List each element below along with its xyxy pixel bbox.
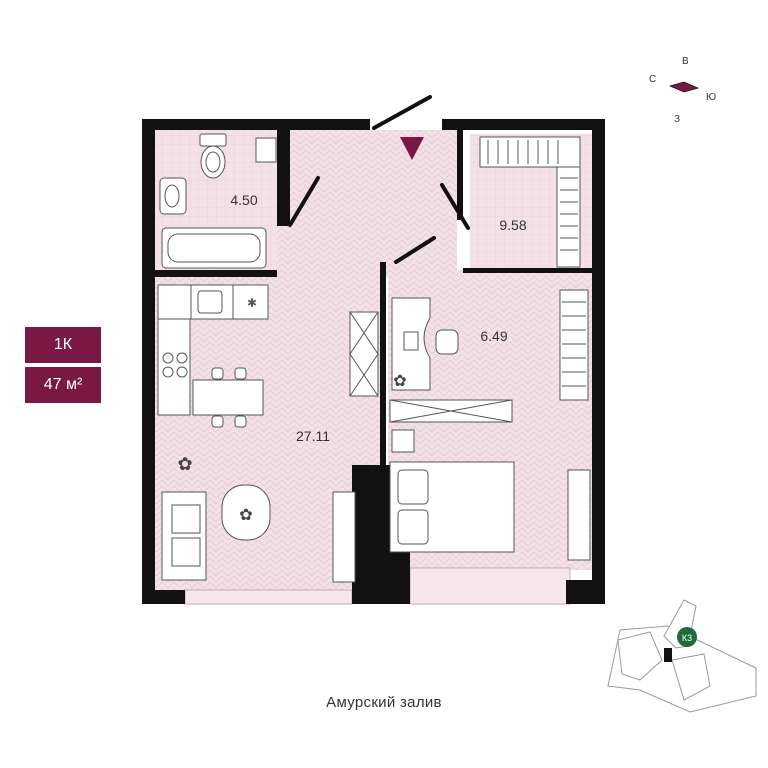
compass: С В Ю З: [649, 56, 716, 125]
entrance-door-leaf: [372, 95, 432, 130]
study-door-leaf: [394, 236, 436, 264]
doors: [288, 95, 470, 264]
balcony-right: [409, 567, 571, 605]
wall-bath-right: [277, 130, 290, 226]
building-badge: [677, 627, 697, 647]
compass-needle-icon: [668, 81, 700, 93]
wall-partition: [380, 262, 386, 472]
site-map: [607, 599, 757, 713]
entrance-marker-icon: [400, 137, 424, 160]
wall-top-left: [142, 119, 370, 130]
kitchen: [157, 284, 269, 428]
bathroom-area: 4.50: [230, 192, 257, 208]
building-label: К3: [682, 633, 692, 643]
wall-left: [142, 119, 155, 604]
living-zone: [161, 311, 379, 583]
wall-bottom-right: [566, 580, 605, 604]
kitchen-counter-side: [157, 318, 191, 416]
nightstand-icon: [391, 429, 415, 453]
wall-right: [592, 119, 605, 604]
plant-icon: ✿: [177, 454, 192, 474]
snowflake-icon: ✱: [247, 296, 257, 310]
tv-stand-bedroom: [567, 469, 591, 561]
tv-stand-icon: [332, 491, 356, 583]
dining-table: [192, 379, 264, 416]
table-plant-icon: ✿: [239, 507, 252, 524]
toilet-icon: [199, 133, 227, 179]
wardrobe-top: [479, 136, 581, 168]
hall-floor: [277, 130, 457, 277]
balcony-left: [184, 589, 353, 605]
hangers: [487, 140, 578, 251]
wall-hall-right: [457, 130, 463, 220]
bathroom-fixtures: [159, 133, 277, 269]
bathroom-door-leaf: [288, 176, 320, 227]
compass-north: С: [649, 74, 656, 85]
office-chair-icon: [435, 329, 459, 355]
living-kitchen-area: 27.11: [296, 428, 330, 444]
monitor-icon: [403, 331, 419, 351]
wardrobe-study: [559, 289, 589, 401]
apartment-area-badge: 47 м²: [25, 367, 101, 403]
dressing-room-fixtures: [479, 136, 581, 268]
compass-west: З: [674, 114, 680, 125]
compass-east: В: [682, 56, 689, 67]
sink-icon: [159, 177, 187, 215]
dining-chairs: [211, 367, 247, 428]
bathtub-icon: [161, 227, 267, 269]
cooktop-icon: [162, 352, 188, 378]
selected-building-marker: [664, 648, 672, 662]
wardrobe-living: [349, 311, 379, 397]
compass-south: Ю: [706, 92, 716, 103]
washing-machine-icon: [255, 137, 277, 163]
wall-bottom-left: [142, 590, 185, 604]
wardrobe-side: [556, 166, 581, 268]
location-caption: Амурский залив: [326, 694, 442, 711]
dressing-door-leaf: [440, 183, 470, 230]
wall-dressing-bottom: [463, 268, 592, 273]
coffee-table-icon: [221, 484, 271, 541]
dressing-room-area: 9.58: [499, 217, 526, 233]
wall-top-right: [442, 119, 605, 130]
apartment-type-badge: 1К: [25, 327, 101, 363]
study-bedroom-fixtures: [389, 289, 591, 561]
kitchen-sink-icon: [197, 290, 223, 314]
wall-bath-bottom: [155, 270, 277, 277]
study-plant-icon: ✿: [393, 373, 406, 390]
study-area: 6.49: [480, 328, 507, 344]
